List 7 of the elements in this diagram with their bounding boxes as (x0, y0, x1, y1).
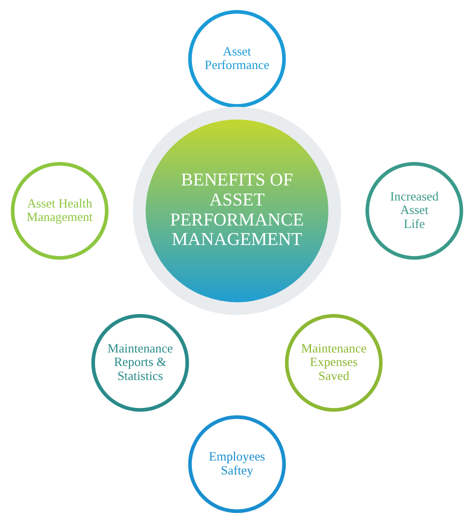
node-circle: Employees Saftey (188, 415, 286, 514)
node-circle: Maintenance Reports & Statistics (91, 314, 190, 412)
node-circle: Asset Health Management (10, 162, 109, 260)
node-circle: Increased Asset Life (365, 162, 464, 260)
node-circle: Maintenance Expenses Saved (284, 314, 383, 412)
node-circle: Asset Performance (188, 10, 286, 108)
node-circle: BENEFITS OF ASSET PERFORMANCE MANAGEMENT (132, 106, 342, 315)
